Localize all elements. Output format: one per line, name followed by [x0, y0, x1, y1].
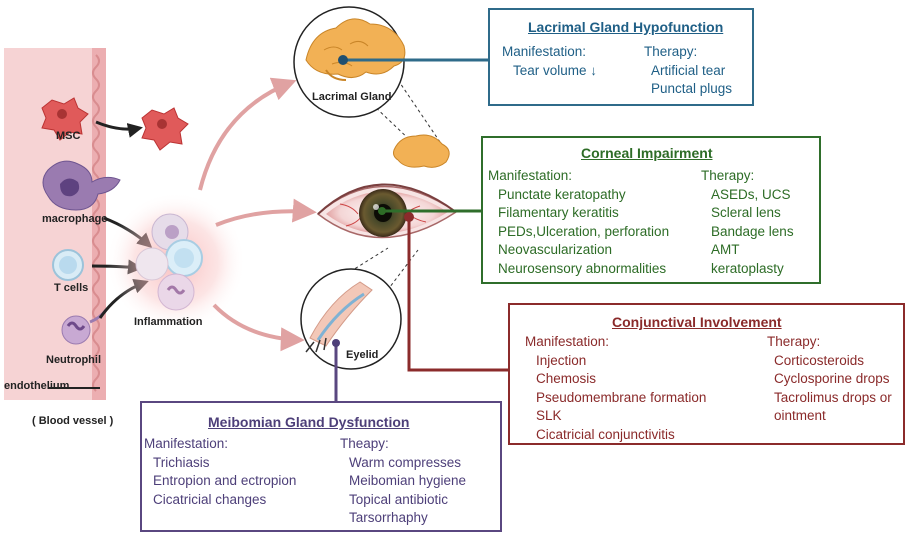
blood-vessel-label: ( Blood vessel ) — [32, 415, 114, 427]
inflammation-cluster — [106, 192, 246, 332]
lacrimal-gland-label: Lacrimal Gland — [312, 91, 392, 103]
lacrimal-manifestation-item: Tear volume ↓ — [513, 62, 598, 78]
msc-migrated-cell — [141, 107, 189, 151]
tcells-label: T cells — [54, 282, 89, 294]
corneal-therapy-item: Scleral lens — [711, 205, 781, 221]
meibomian-therapy-item: Tarsorrhaphy — [349, 510, 428, 526]
arrow-msc — [95, 120, 143, 138]
corneal-manifestation-item: Punctate keratopathy — [498, 186, 626, 202]
msc-cell — [41, 97, 89, 141]
corneal-therapy-item: keratoplasty — [711, 260, 784, 276]
conjunctival-manifestation-label: Manifestation: — [525, 334, 610, 349]
conjunctival-manifestation-item: Pseudomembrane formation — [536, 389, 707, 405]
conjunctival-title: Conjunctival Involvement — [612, 314, 782, 330]
corneal-title: Corneal Impairment — [581, 145, 713, 161]
inflammation-label: Inflammation — [134, 316, 203, 328]
lacrimal-therapy-item: Artificial tear — [651, 62, 726, 78]
meibomian-therapy-item: Meibomian hygiene — [349, 473, 467, 489]
connector-conjunctival — [407, 217, 509, 372]
arrow-to-lacrimal — [198, 77, 297, 191]
conjunctival-manifestation-item: Injection — [536, 352, 587, 368]
lacrimal-therapy-item: Punctal plugs — [651, 81, 733, 97]
conjunctival-manifestation-item: SLK — [536, 408, 562, 424]
meibomian-therapy-label: Theapy: — [340, 436, 389, 451]
conjunctival-therapy-item: ointment — [774, 408, 826, 424]
small-lacrimal-gland — [393, 134, 450, 168]
corneal-manifestation-item: PEDs,Ulceration, perforation — [498, 223, 670, 239]
meibomian-manifestation-item: Trichiasis — [153, 454, 210, 470]
conjunctival-manifestation-item: Chemosis — [536, 371, 597, 387]
arrow-to-eye — [215, 198, 317, 227]
endothelium-label: endothelium — [4, 380, 70, 392]
lacrimal-manifestation-label: Manifestation: — [502, 44, 587, 59]
lacrimal-title: Lacrimal Gland Hypofunction — [528, 19, 724, 35]
corneal-impairment-box: Corneal Impairment Manifestation: Puncta… — [481, 136, 821, 284]
corneal-therapy-label: Therapy: — [701, 168, 755, 183]
corneal-manifestation-item: Filamentary keratitis — [498, 205, 619, 221]
corneal-manifestation-item: Neurosensory abnormalities — [498, 260, 667, 276]
conjunctival-therapy-item: Corticosteroids — [774, 352, 865, 368]
meibomian-therapy-item: Topical antibiotic — [349, 491, 449, 507]
conjunctival-therapy-label: Therapy: — [767, 334, 821, 349]
eyelid-label: Eyelid — [346, 349, 379, 361]
corneal-therapy-item: Bandage lens — [711, 223, 794, 239]
meibomian-manifestation-item: Entropion and ectropion — [153, 473, 297, 489]
conjunctival-therapy-item: Cyclosporine drops — [774, 371, 890, 387]
corneal-therapy-item: ASEDs, UCS — [711, 186, 791, 202]
meibomian-dysfunction-box: Meibomian Gland Dysfunction Manifestatio… — [140, 401, 502, 532]
macrophage-label: macrophage — [42, 213, 108, 225]
meibomian-manifestation-item: Cicatricial changes — [153, 491, 267, 507]
neutrophil-label: Neutrophil — [46, 354, 101, 366]
eyelid-inset — [300, 268, 402, 370]
conjunctival-manifestation-item: Cicatricial conjunctivitis — [536, 426, 675, 442]
neutrophil-cell — [61, 309, 108, 345]
tcell-cell — [52, 249, 84, 281]
corneal-manifestation-label: Manifestation: — [488, 168, 573, 183]
meibomian-title: Meibomian Gland Dysfunction — [208, 414, 410, 430]
meibomian-manifestation-label: Manifestation: — [144, 436, 229, 451]
lacrimal-therapy-label: Therapy: — [644, 44, 698, 59]
arrow-to-eyelid — [212, 303, 305, 352]
conjunctival-therapy-item: Tacrolimus drops or — [774, 389, 892, 405]
meibomian-therapy-item: Warm compresses — [349, 454, 462, 470]
corneal-therapy-item: AMT — [711, 242, 740, 258]
msc-label: MSC — [56, 130, 81, 142]
corneal-manifestation-item: Neovascularization — [498, 242, 613, 258]
conjunctival-involvement-box: Conjunctival Involvement Manifestation: … — [508, 303, 905, 445]
lacrimal-hypofunction-box: Lacrimal Gland Hypofunction Manifestatio… — [488, 8, 754, 106]
macrophage-cell — [42, 160, 121, 211]
